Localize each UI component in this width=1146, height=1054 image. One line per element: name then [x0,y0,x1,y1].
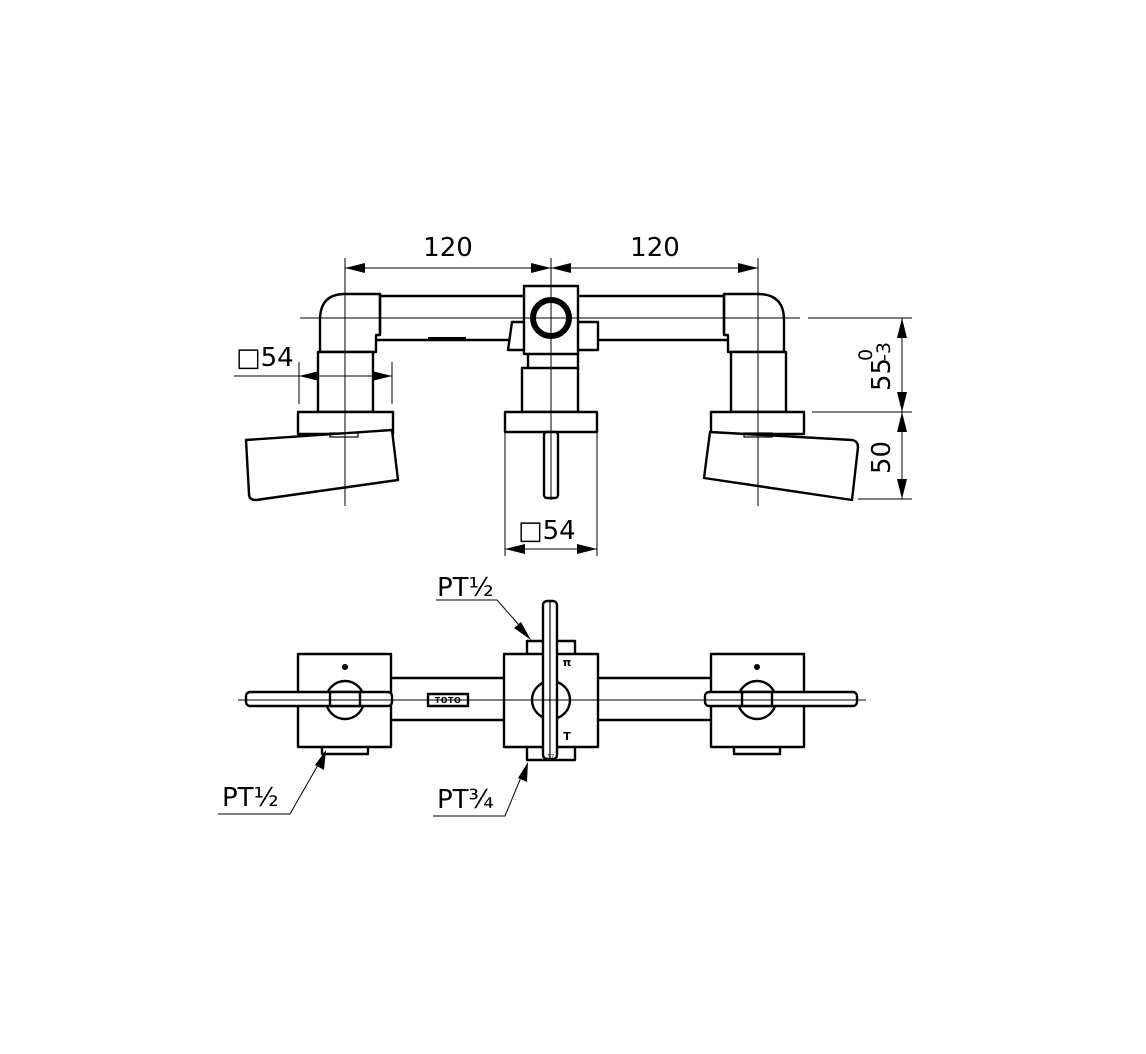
hot-mark: π [563,656,572,669]
left-elbow [244,292,400,502]
dim-height-lower: 50 [867,441,897,474]
right-valve-top [703,652,859,756]
dim-center-square: □54 [518,516,576,546]
cold-mark: T [563,730,571,743]
dim-height-tol-upper: 0 [855,349,877,361]
valve-marker: ▽ [548,752,555,761]
dim-right-spacing: 120 [630,233,680,263]
left-handle-front [244,428,400,502]
dim-height-main: 55 [867,358,897,391]
dim-left-spacing: 120 [423,233,473,263]
dim-left-square: □54 [236,343,294,373]
dim-height-tol-lower: -3 [873,342,895,361]
right-lever-top [703,690,859,708]
right-elbow [702,292,860,502]
front-view: 120 120 □54 □54 55 0 -3 50 [234,233,912,556]
left-lever-top [244,690,394,708]
label-left-connection: PT½ [222,783,279,813]
pipe-label-strip [428,337,466,340]
left-valve-top [244,652,394,756]
top-view: TOTO π T ▽ [218,573,866,817]
label-bottom-connection: PT¾ [437,785,494,815]
label-top-connection: PT½ [437,573,494,603]
right-handle-front [702,430,860,502]
